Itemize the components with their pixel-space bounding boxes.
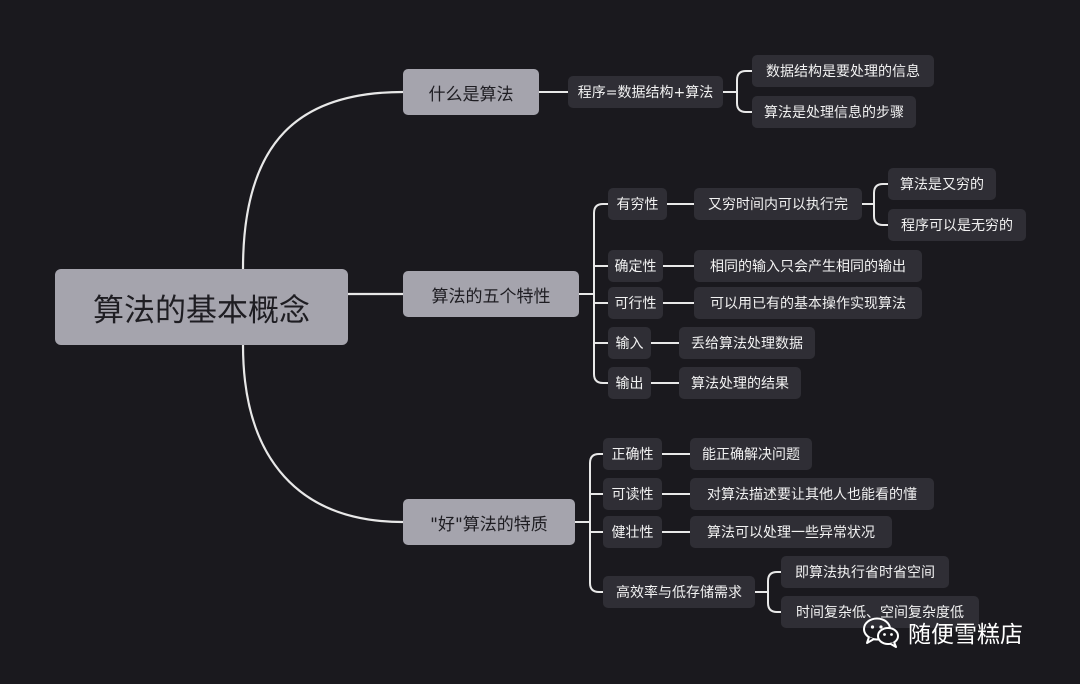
node-robustness[interactable]: 健壮性 — [603, 516, 662, 548]
topic-good-algorithm[interactable]: "好"算法的特质 — [403, 499, 575, 545]
node-correctness[interactable]: 正确性 — [603, 438, 662, 470]
node-definiteness[interactable]: 确定性 — [608, 250, 663, 282]
desc-feasibility[interactable]: 可以用已有的基本操作实现算法 — [694, 287, 922, 319]
desc-correctness[interactable]: 能正确解决问题 — [690, 438, 812, 470]
leaf-save-time-space[interactable]: 即算法执行省时省空间 — [781, 556, 949, 588]
leaf-program-infinite[interactable]: 程序可以是无穷的 — [888, 209, 1026, 241]
node-output[interactable]: 输出 — [608, 367, 651, 399]
desc-output[interactable]: 算法处理的结果 — [679, 367, 801, 399]
desc-readability[interactable]: 对算法描述要让其他人也能看的懂 — [690, 478, 934, 510]
topic-what-is-algorithm[interactable]: 什么是算法 — [403, 69, 539, 115]
node-finiteness[interactable]: 有穷性 — [608, 188, 667, 220]
watermark: 随便雪糕店 — [862, 612, 1023, 652]
wechat-icon — [863, 617, 899, 648]
leaf-algorithm-steps[interactable]: 算法是处理信息的步骤 — [752, 96, 916, 128]
node-input[interactable]: 输入 — [608, 327, 651, 359]
root-topic[interactable]: 算法的基本概念 — [55, 269, 348, 345]
desc-input[interactable]: 丢给算法处理数据 — [679, 327, 815, 359]
node-feasibility[interactable]: 可行性 — [608, 287, 663, 319]
desc-finiteness[interactable]: 又穷时间内可以执行完 — [694, 188, 862, 220]
node-readability[interactable]: 可读性 — [603, 478, 662, 510]
topic-five-properties[interactable]: 算法的五个特性 — [403, 271, 579, 317]
node-efficiency[interactable]: 高效率与低存储需求 — [603, 576, 755, 608]
desc-definiteness[interactable]: 相同的输入只会产生相同的输出 — [694, 250, 922, 282]
node-program-equation[interactable]: 程序=数据结构+算法 — [568, 76, 723, 108]
watermark-text: 随便雪糕店 — [908, 622, 1023, 648]
leaf-algorithm-finite[interactable]: 算法是又穷的 — [888, 168, 996, 200]
leaf-data-structure[interactable]: 数据结构是要处理的信息 — [752, 55, 934, 87]
leaf-low-complexity[interactable]: 时间复杂低、空间复杂度低 — [781, 596, 979, 628]
desc-robustness[interactable]: 算法可以处理一些异常状况 — [690, 516, 892, 548]
